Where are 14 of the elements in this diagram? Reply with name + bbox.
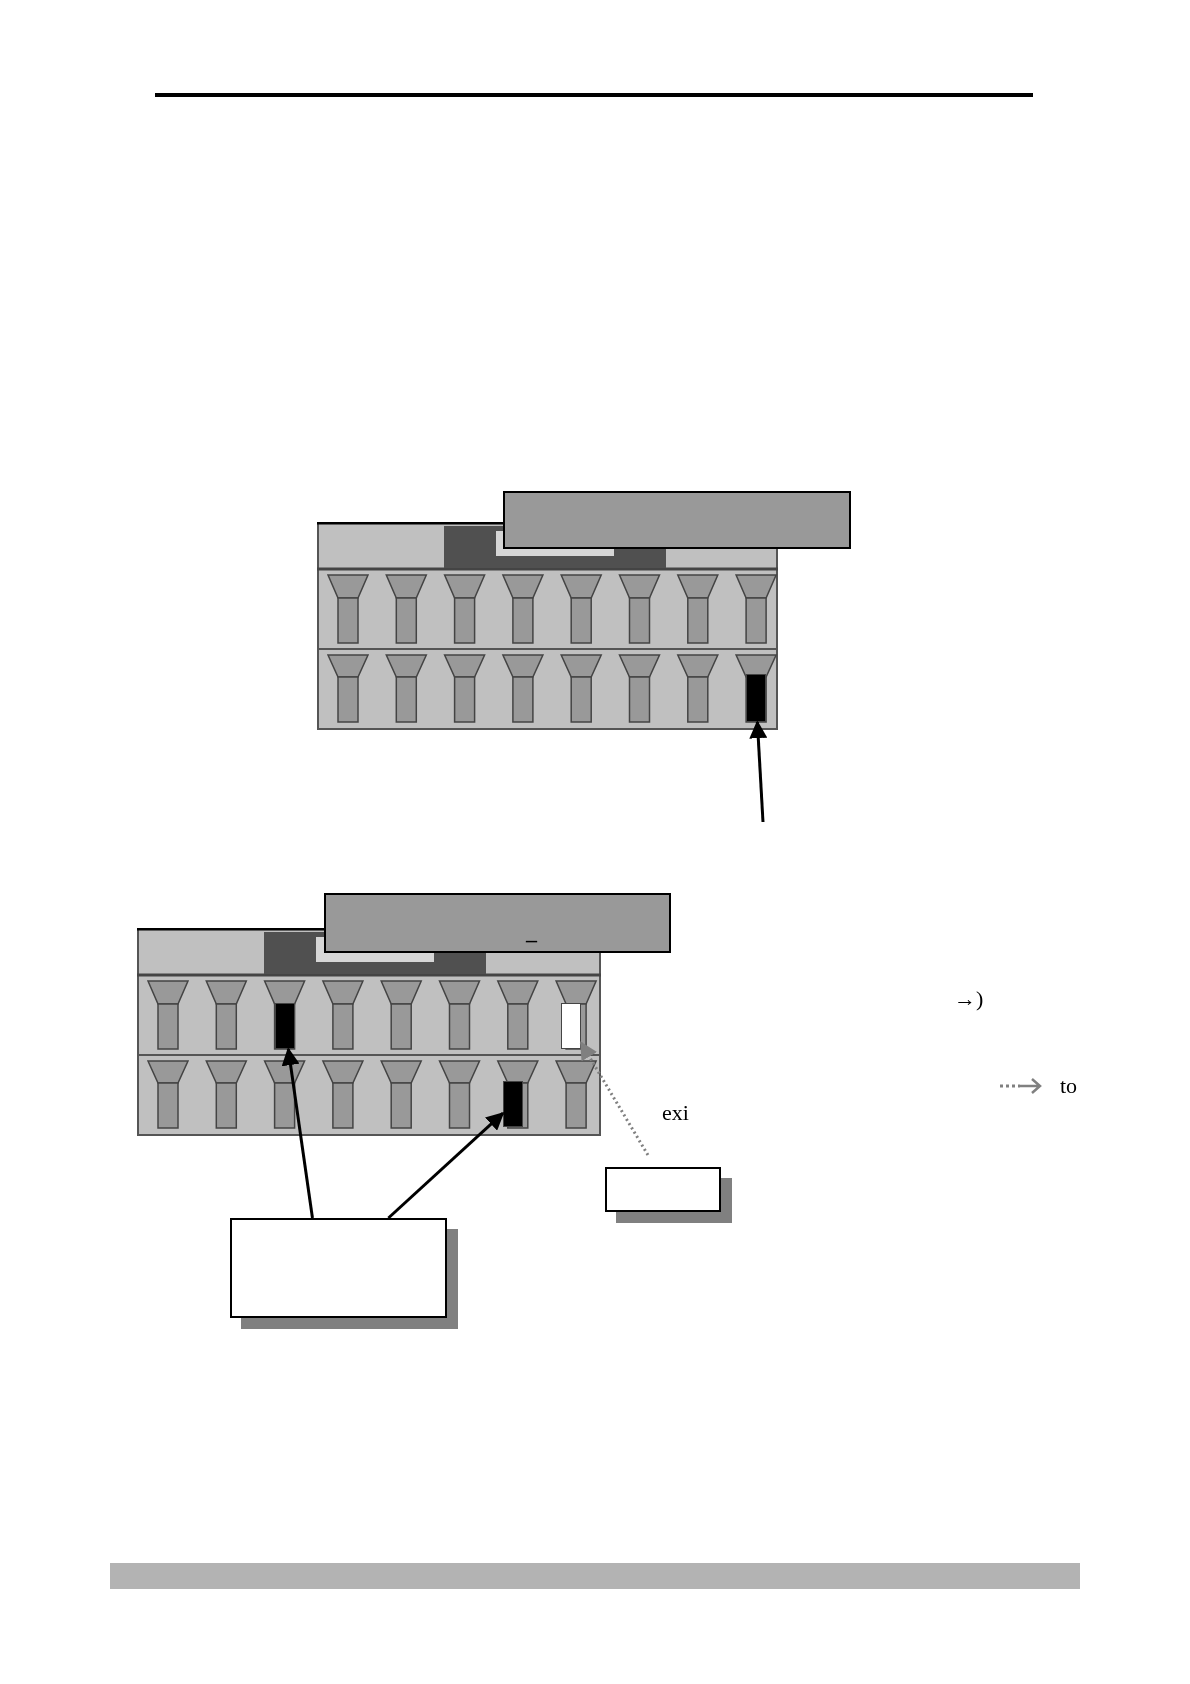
highlighted-pedal	[746, 674, 766, 722]
body-text: to	[1060, 1075, 1078, 1097]
body-text: exi	[662, 1102, 689, 1124]
callout-banner	[503, 491, 851, 549]
highlighted-pedal	[561, 1003, 581, 1049]
arrow-symbol-text: →)	[954, 988, 984, 1010]
banner-text: _	[526, 921, 537, 943]
highlighted-pedal	[275, 1003, 295, 1049]
arrow	[579, 1041, 650, 1156]
highlighted-pedal	[503, 1081, 523, 1127]
arrow	[281, 1047, 314, 1219]
arrow	[387, 1111, 505, 1220]
arrow	[749, 720, 768, 823]
callout-banner	[324, 893, 671, 953]
